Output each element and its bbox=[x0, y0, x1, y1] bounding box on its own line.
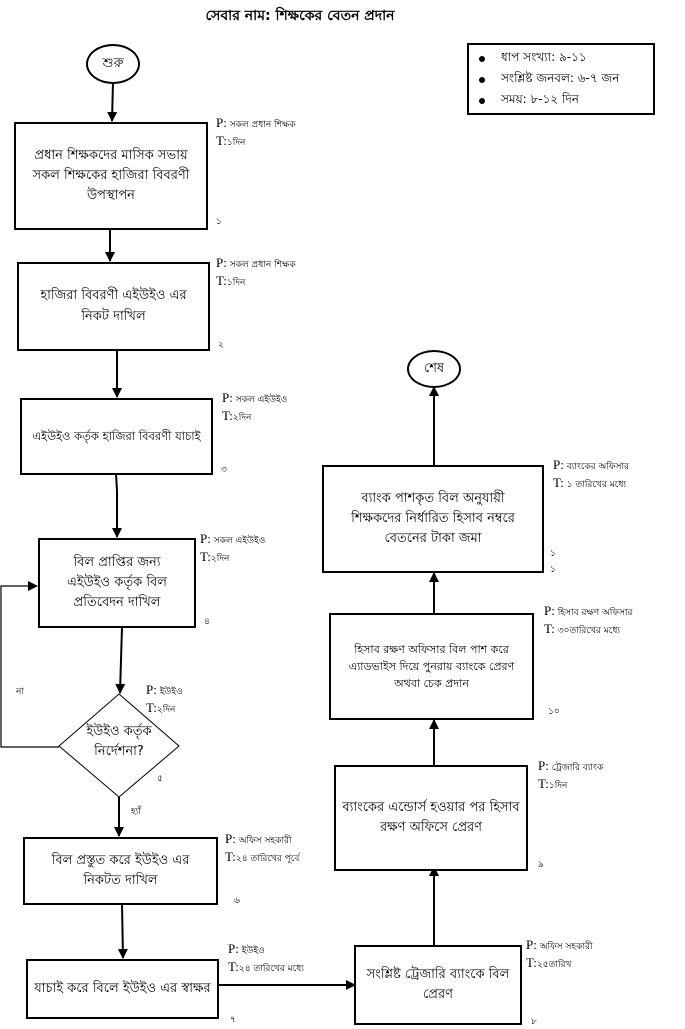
summary-text: সংশ্লিষ্ট জনবল: ৬-৭ জন bbox=[501, 70, 620, 85]
bullet-icon bbox=[479, 55, 485, 62]
responsible-person: সকল এইউইও bbox=[235, 395, 288, 405]
responsible-person: হিসাব রক্ষণ অফিসার bbox=[557, 608, 633, 618]
step-number: ৫ bbox=[157, 774, 163, 784]
step-3-box: এইউইও কর্তৃক হাজিরা বিবরণী যাচাই bbox=[20, 398, 213, 475]
step-2-meta: P: সকল প্রধান শিক্ষক T:১দিন bbox=[216, 255, 296, 288]
responsible-person: সকল এইউইও bbox=[213, 536, 266, 546]
summary-item-manpower: সংশ্লিষ্ট জনবল: ৬-৭ জন bbox=[475, 69, 647, 90]
step-number: ১০ bbox=[548, 707, 560, 717]
edge-label-yes: হ্যাঁ bbox=[131, 807, 141, 817]
step-number: ১ bbox=[550, 565, 556, 575]
step-text: এইউইও কর্তৃক হাজিরা বিবরণী যাচাই bbox=[32, 428, 201, 443]
step-number: ৪ bbox=[204, 617, 210, 627]
arrow-step4-to-decision bbox=[115, 626, 126, 694]
bullet-icon bbox=[479, 76, 485, 83]
step-10-box: হিসাব রক্ষণ অফিসার বিল পাশ করে এ্যাডভাইস… bbox=[329, 613, 534, 720]
responsible-person: ইউইও bbox=[159, 687, 183, 697]
start-node: শুরু bbox=[86, 44, 140, 84]
step-11-box: ব্যাংক পাশকৃত বিল অনুযায়ী শিক্ষকদের নির… bbox=[322, 465, 544, 573]
step-text: হাজিরা বিবরণী এইউইও এর নিকট দাখিল bbox=[40, 288, 187, 324]
step-9-meta: P: ট্রেজারি ব্যাংক T:১দিন bbox=[538, 758, 604, 791]
summary-item-time: সময়: ৮-১২ দিন bbox=[475, 90, 647, 111]
step-number: ৭ bbox=[230, 1015, 236, 1025]
responsible-person: সকল প্রধান শিক্ষক bbox=[229, 260, 296, 270]
step-3-meta: P: সকল এইউইও T:২দিন bbox=[222, 390, 288, 423]
step-number: ১ bbox=[550, 549, 556, 559]
step-1-box: প্রধান শিক্ষকদের মাসিক সভায় সকল শিক্ষকে… bbox=[14, 122, 208, 230]
duration: ২৪ তারিখের পূর্বে bbox=[235, 853, 300, 864]
responsible-person: ইউইও bbox=[241, 946, 265, 956]
duration: ১দিন bbox=[226, 137, 246, 148]
arrow-step3-to-step4 bbox=[112, 473, 122, 538]
step-1-meta: P: সকল প্রধান শিক্ষক T:১দিন bbox=[216, 115, 296, 148]
duration: ২দিন bbox=[232, 412, 252, 423]
responsible-person: ব্যাংকের অফিসার bbox=[566, 462, 629, 472]
duration: ১ তারিখের মধ্যে bbox=[566, 479, 626, 490]
summary-box: ধাপ সংখ্যা: ৯-১১ সংশ্লিষ্ট জনবল: ৬-৭ জন … bbox=[467, 43, 655, 115]
responsible-person: সকল প্রধান শিক্ষক bbox=[229, 120, 296, 130]
step-text: হিসাব রক্ষণ অফিসার বিল পাশ করে এ্যাডভাইস… bbox=[348, 642, 515, 691]
step-text: ব্যাংক পাশকৃত বিল অনুযায়ী শিক্ষকদের নির… bbox=[351, 490, 515, 547]
step-text: বিল প্রস্তুত করে ইউইও এর নিকটত দাখিল bbox=[51, 852, 190, 888]
edge-label-no: না bbox=[16, 687, 24, 697]
step-6-box: বিল প্রস্তুত করে ইউইও এর নিকটত দাখিল bbox=[23, 837, 218, 905]
summary-item-steps: ধাপ সংখ্যা: ৯-১১ bbox=[475, 48, 647, 69]
step-number: ২ bbox=[218, 340, 224, 350]
step-text: সংশ্লিষ্ট ট্রেজারি ব্যাংকে বিল প্রেরণ bbox=[366, 966, 510, 1002]
start-label: শুরু bbox=[102, 55, 124, 71]
responsible-person: অফিস সহকারী bbox=[539, 942, 593, 952]
step-10-meta: P: হিসাব রক্ষণ অফিসার T: ৩০তারিখের মধ্যে bbox=[544, 603, 633, 636]
summary-text: ধাপ সংখ্যা: ৯-১১ bbox=[501, 49, 587, 64]
arrow-step6-to-step7 bbox=[117, 903, 128, 959]
step-2-box: হাজিরা বিবরণী এইউইও এর নিকট দাখিল bbox=[17, 262, 210, 351]
step-7-meta: P: ইউইও T:২৪ তারিখের মধ্যে bbox=[228, 941, 304, 974]
step-5-meta: P: ইউইও T:২দিন bbox=[146, 682, 183, 715]
duration: ১দিন bbox=[226, 277, 246, 288]
step-number: ৮ bbox=[531, 1017, 537, 1027]
step-text: বিল প্রাপ্তির জন্য এইউইও কর্তৃক বিল প্রত… bbox=[67, 554, 167, 611]
arrow-start-to-step1 bbox=[107, 81, 118, 122]
step-11-meta: P: ব্যাংকের অফিসার T: ১ তারিখের মধ্যে bbox=[553, 457, 629, 490]
responsible-person: অফিস সহকারী bbox=[238, 836, 292, 846]
summary-text: সময়: ৮-১২ দিন bbox=[501, 91, 579, 106]
end-label: শেষ bbox=[423, 360, 445, 376]
step-number: ৯ bbox=[538, 860, 544, 870]
decision-text: ইউইও কর্তৃক নির্দেশনা? bbox=[86, 724, 152, 759]
duration: ১দিন bbox=[548, 780, 568, 791]
step-9-box: ব্যাংকের এন্ডোর্স হওয়ার পর হিসাব রক্ষণ … bbox=[334, 765, 528, 871]
step-7-box: যাচাই করে বিলে ইউইও এর স্বাক্ষর bbox=[26, 959, 219, 1019]
page-title: সেবার নাম: শিক্ষকের বেতন প্রদান bbox=[205, 8, 395, 24]
step-4-meta: P: সকল এইউইও T:২দিন bbox=[200, 531, 266, 564]
duration: ২দিন bbox=[156, 704, 176, 715]
step-text: প্রধান শিক্ষকদের মাসিক সভায় সকল শিক্ষকে… bbox=[32, 147, 190, 204]
step-6-meta: P: অফিস সহকারী T:২৪ তারিখের পূর্বে bbox=[225, 831, 300, 864]
step-number: ১ bbox=[216, 217, 222, 227]
step-4-box: বিল প্রাপ্তির জন্য এইউইও কর্তৃক বিল প্রত… bbox=[38, 538, 196, 628]
duration: ২৪ তারিখের মধ্যে bbox=[238, 963, 304, 974]
end-node: শেষ bbox=[407, 350, 461, 388]
duration: ৩০তারিখের মধ্যে bbox=[557, 625, 620, 636]
duration: ২৫তারিখ bbox=[536, 959, 572, 970]
step-number: ৩ bbox=[221, 465, 227, 475]
bullet-icon bbox=[479, 97, 485, 104]
responsible-person: ট্রেজারি ব্যাংক bbox=[551, 763, 604, 773]
step-8-box: সংশ্লিষ্ট ট্রেজারি ব্যাংকে বিল প্রেরণ bbox=[354, 945, 522, 1025]
arrow-decision-no-loop bbox=[0, 581, 59, 748]
step-8-meta: P: অফিস সহকারী T:২৫তারিখ bbox=[526, 937, 593, 970]
step-number: ৬ bbox=[234, 896, 240, 906]
duration: ২দিন bbox=[210, 553, 230, 564]
step-text: যাচাই করে বিলে ইউইও এর স্বাক্ষর bbox=[34, 980, 211, 996]
step-text: ব্যাংকের এন্ডোর্স হওয়ার পর হিসাব রক্ষণ … bbox=[342, 799, 520, 835]
